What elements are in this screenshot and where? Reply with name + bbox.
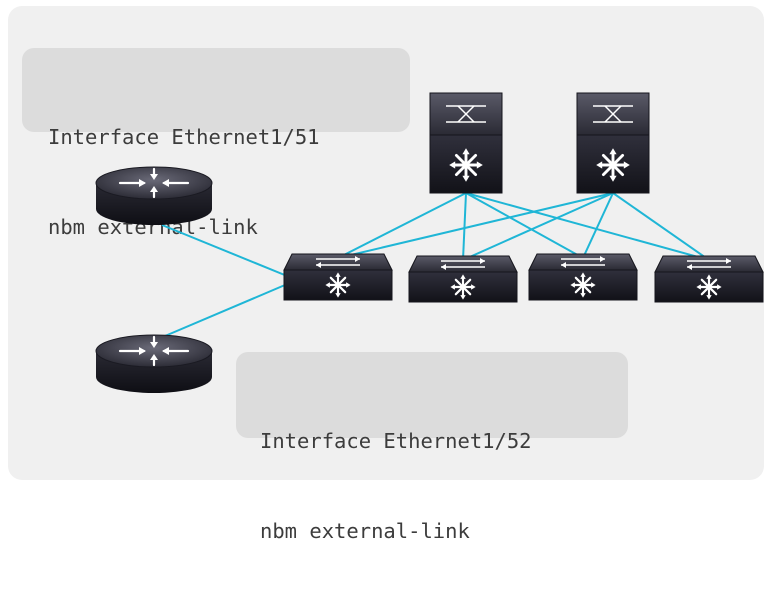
callout-line-interface: Interface Ethernet1/51 [48, 125, 320, 149]
spine-switch-icon [576, 92, 650, 194]
leaf-switches [283, 253, 764, 303]
network-link [337, 192, 467, 259]
leaf-switch-icon [408, 255, 518, 303]
network-link [612, 192, 710, 261]
network-links [161, 192, 710, 337]
leaf-switch-icon [283, 253, 393, 301]
router-icon [95, 334, 213, 393]
network-link [465, 192, 710, 261]
network-link [582, 192, 614, 259]
spine-switch-icon [429, 92, 503, 194]
diagram-canvas: Interface Ethernet1/51 nbm external-link… [8, 6, 764, 543]
callout-line-interface: Interface Ethernet1/52 [260, 429, 532, 453]
network-link [462, 192, 467, 261]
router-icon [95, 166, 213, 225]
network-topology [95, 92, 764, 393]
network-link [465, 192, 584, 259]
network-link [164, 281, 293, 337]
callout-ethernet-1-51: Interface Ethernet1/51 nbm external-link [22, 48, 410, 239]
spine-switches [429, 92, 650, 194]
network-link [337, 192, 614, 259]
network-link [161, 224, 293, 279]
network-link [462, 192, 614, 261]
leaf-switch-icon [528, 253, 638, 301]
routers [95, 166, 213, 393]
leaf-switch-icon [654, 255, 764, 303]
callout-line-nbm: nbm external-link [260, 519, 470, 543]
